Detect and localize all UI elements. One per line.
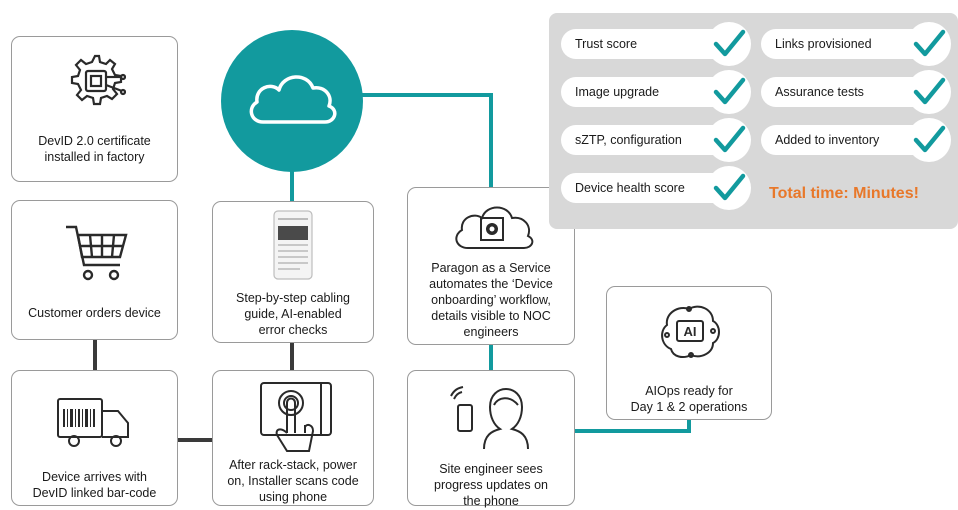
- step-paragon-service: Paragon as a Service automates the ‘Devi…: [407, 187, 575, 345]
- aiops-label: AIOps ready for Day 1 & 2 operations: [630, 384, 748, 414]
- checklist-item-label: Added to inventory: [775, 133, 880, 147]
- step-customer-orders: Customer orders device: [11, 200, 178, 340]
- checklist-item-label: sZTP, configuration: [575, 133, 682, 147]
- scan-label: After rack-stack, power on, Installer sc…: [227, 458, 359, 504]
- connector-site-to-aiops: [574, 420, 691, 433]
- check-icon: [707, 166, 751, 210]
- phone-app-icon: [273, 210, 313, 280]
- checklist-item-links-provisioned: Links provisioned: [761, 22, 951, 66]
- cloud-gear-icon: [455, 206, 534, 249]
- svg-text:AI: AI: [684, 324, 697, 339]
- arrives-label: Device arrives with DevID linked bar-cod…: [32, 470, 157, 500]
- checklist-item-added-to-inventory: Added to inventory: [761, 118, 951, 162]
- checklist-item-label: Trust score: [575, 37, 638, 51]
- step-cabling-guide: Step-by-step cabling guide, AI-enabled e…: [212, 201, 374, 343]
- step-devid-certificate: DevID 2.0 certificate installed in facto…: [11, 36, 178, 182]
- cloud-circle: [221, 30, 363, 172]
- checklist-panel: Trust score Links provisioned Image upgr…: [549, 13, 958, 229]
- shopping-cart-icon: [66, 225, 128, 281]
- checklist-item-assurance-tests: Assurance tests: [761, 70, 951, 114]
- cloud-icon: [249, 75, 337, 124]
- checklist-item-label: Links provisioned: [775, 37, 872, 51]
- checklist-item-label: Device health score: [575, 181, 685, 195]
- checklist-item-image-upgrade: Image upgrade: [561, 70, 751, 114]
- check-icon: [907, 22, 951, 66]
- barcode-truck-icon: [57, 398, 129, 447]
- checklist-item-label: Image upgrade: [575, 85, 660, 99]
- checklist-item-label: Assurance tests: [775, 85, 864, 99]
- step-installer-scans: After rack-stack, power on, Installer sc…: [212, 370, 374, 506]
- step-site-engineer: Site engineer sees progress updates on t…: [407, 370, 575, 508]
- check-icon: [707, 22, 751, 66]
- check-icon: [707, 70, 751, 114]
- connector-cloud-to-paragon: [348, 93, 493, 189]
- paragon-label: Paragon as a Service automates the ‘Devi…: [429, 261, 553, 339]
- step-device-arrives: Device arrives with DevID linked bar-cod…: [11, 370, 178, 506]
- checklist-item-trust-score: Trust score: [561, 22, 751, 66]
- engineer-phone-icon: [450, 386, 529, 450]
- hand-touch-icon: [260, 382, 332, 452]
- total-time-label: Total time: Minutes!: [769, 185, 919, 202]
- devid-label: DevID 2.0 certificate installed in facto…: [38, 134, 151, 164]
- check-icon: [907, 70, 951, 114]
- cabling-label: Step-by-step cabling guide, AI-enabled e…: [236, 291, 350, 337]
- site-label: Site engineer sees progress updates on t…: [434, 462, 548, 508]
- chip-gear-icon: [70, 54, 126, 106]
- step-aiops-ready: AI AIOps ready for Day 1 & 2 operations: [606, 286, 772, 420]
- check-icon: [907, 118, 951, 162]
- checklist-item-sztp-configuration: sZTP, configuration: [561, 118, 751, 162]
- checklist-item-device-health-score: Device health score: [561, 166, 751, 210]
- orders-label: Customer orders device: [28, 306, 161, 320]
- check-icon: [707, 118, 751, 162]
- ai-brain-icon: AI: [661, 305, 720, 358]
